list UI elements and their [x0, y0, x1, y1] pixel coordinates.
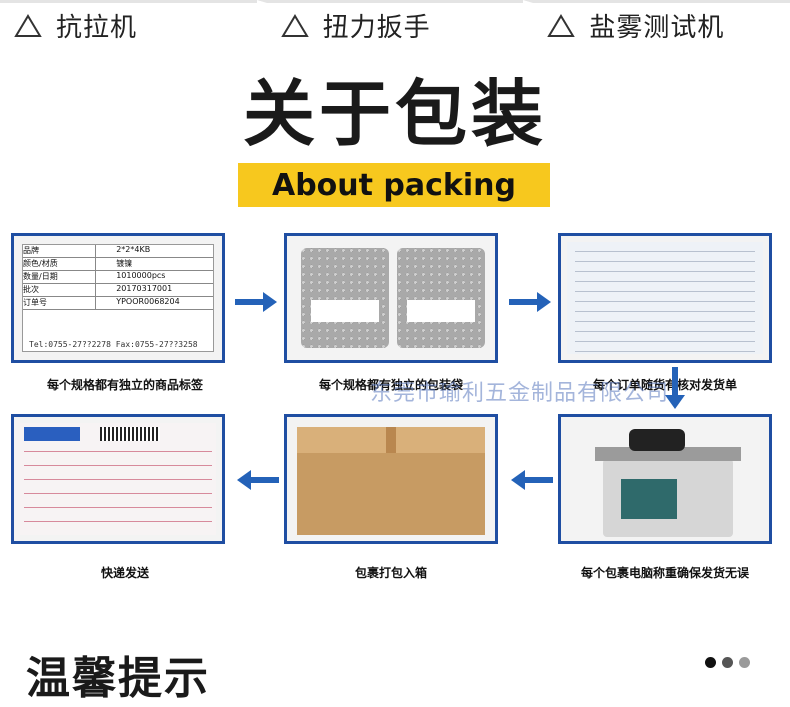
- triangle-icon: [547, 13, 576, 37]
- product-label-image: 品牌 2*2*4KB 颜色/材质 镀镍 数量/日期 1010000pcs 批次 …: [11, 233, 225, 363]
- label-value: 1010000pcs: [116, 271, 166, 280]
- arrow-right-icon: [235, 292, 277, 312]
- subtitle: About packing: [271, 167, 516, 203]
- arrow-right-icon: [509, 292, 551, 312]
- label-value: 20170317001: [116, 284, 173, 293]
- label-key: 数量/日期: [23, 271, 97, 283]
- step-caption: 每个订单随货有核对发货单: [592, 378, 737, 392]
- tab-label: 盐雾测试机: [589, 13, 725, 43]
- label-value: 2*2*4KB: [116, 245, 151, 254]
- subtitle-banner: About packing: [238, 163, 550, 207]
- arrow-left-icon: [511, 470, 553, 490]
- tab-label: 扭力扳手: [322, 13, 431, 43]
- tab-tensile-machine[interactable]: 抗拉机: [0, 0, 257, 48]
- carousel-dot[interactable]: [739, 657, 750, 668]
- label-key: 颜色/材质: [23, 258, 97, 270]
- label-key: 品牌: [23, 245, 97, 257]
- step-caption: 每个规格都有独立的商品标签: [46, 378, 203, 392]
- carousel-dot[interactable]: [722, 657, 733, 668]
- company-watermark: 东莞市瑜利五金制品有限公司: [370, 381, 670, 406]
- carousel-pagination: [705, 657, 750, 668]
- carousel-dot[interactable]: [705, 657, 716, 668]
- weighing-scale-image: [558, 414, 772, 544]
- express-waybill-image: [11, 414, 225, 544]
- waybill: [20, 423, 216, 535]
- step-caption: 快递发送: [100, 566, 149, 580]
- label-footer: Tel:0755-27??2278 Fax:0755-27??3258: [29, 340, 198, 349]
- cardboard-box-image: [284, 414, 498, 544]
- step-caption: 每个包裹电脑称重确保发货无误: [580, 566, 749, 580]
- arrow-left-icon: [237, 470, 279, 490]
- tips-heading: 温馨提示: [26, 653, 210, 704]
- bag: [397, 248, 485, 348]
- label-value: YPOOR0068204: [116, 297, 180, 306]
- label-sheet: 品牌 2*2*4KB 颜色/材质 镀镍 数量/日期 1010000pcs 批次 …: [22, 244, 214, 352]
- order-sheet-image: [558, 233, 772, 363]
- triangle-icon: [14, 13, 42, 37]
- tab-label: 抗拉机: [56, 13, 138, 43]
- tab-salt-spray-tester[interactable]: 盐雾测试机: [523, 0, 790, 48]
- page-title: 关于包装: [242, 72, 547, 156]
- arrow-down-icon: [665, 367, 685, 409]
- label-value: 镀镍: [116, 259, 133, 268]
- tab-torque-wrench[interactable]: 扭力扳手: [256, 0, 524, 48]
- label-key: 批次: [23, 284, 97, 296]
- order-sheet: [567, 242, 763, 354]
- packaging-bags-image: [284, 233, 498, 363]
- step-caption: 每个规格都有独立的包装袋: [318, 378, 463, 392]
- step-caption: 包裹打包入箱: [354, 566, 427, 580]
- triangle-icon: [280, 13, 309, 37]
- category-tabs: 抗拉机 扭力扳手 盐雾测试机: [0, 0, 790, 48]
- label-key: 订单号: [23, 297, 97, 309]
- bag: [301, 248, 389, 348]
